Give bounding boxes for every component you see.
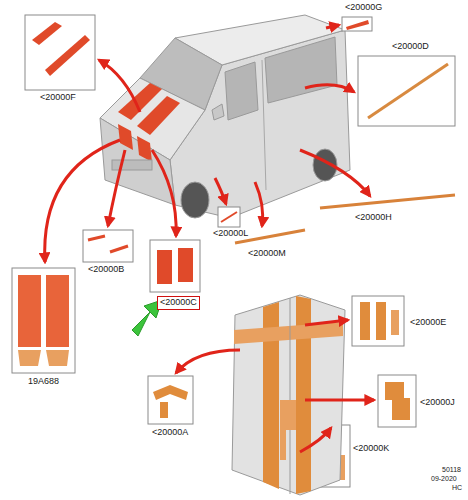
- van-drawing: [100, 15, 350, 218]
- part-number: <20000B: [88, 265, 124, 275]
- part-number: <20000E: [410, 318, 446, 328]
- part-number: <20000J: [420, 398, 455, 408]
- part-number: 19A688: [28, 377, 59, 387]
- part-number: <20000K: [353, 444, 389, 454]
- diagram-date: 09-2020: [431, 475, 457, 483]
- diagram-code: 50118: [442, 466, 461, 474]
- part-number: <20000G: [345, 3, 382, 13]
- part-number: <20000A: [152, 428, 188, 438]
- part-number: <20000D: [392, 42, 429, 52]
- part-number: <20000C: [157, 296, 200, 310]
- leader-arrows: [45, 25, 374, 452]
- rear-door-drawing: [232, 295, 345, 495]
- part-number: <20000L: [213, 229, 248, 239]
- part-number: <20000M: [248, 249, 286, 259]
- diagram-code: HC: [452, 484, 462, 492]
- part-number: <20000H: [355, 213, 392, 223]
- part-number: <20000F: [40, 93, 76, 103]
